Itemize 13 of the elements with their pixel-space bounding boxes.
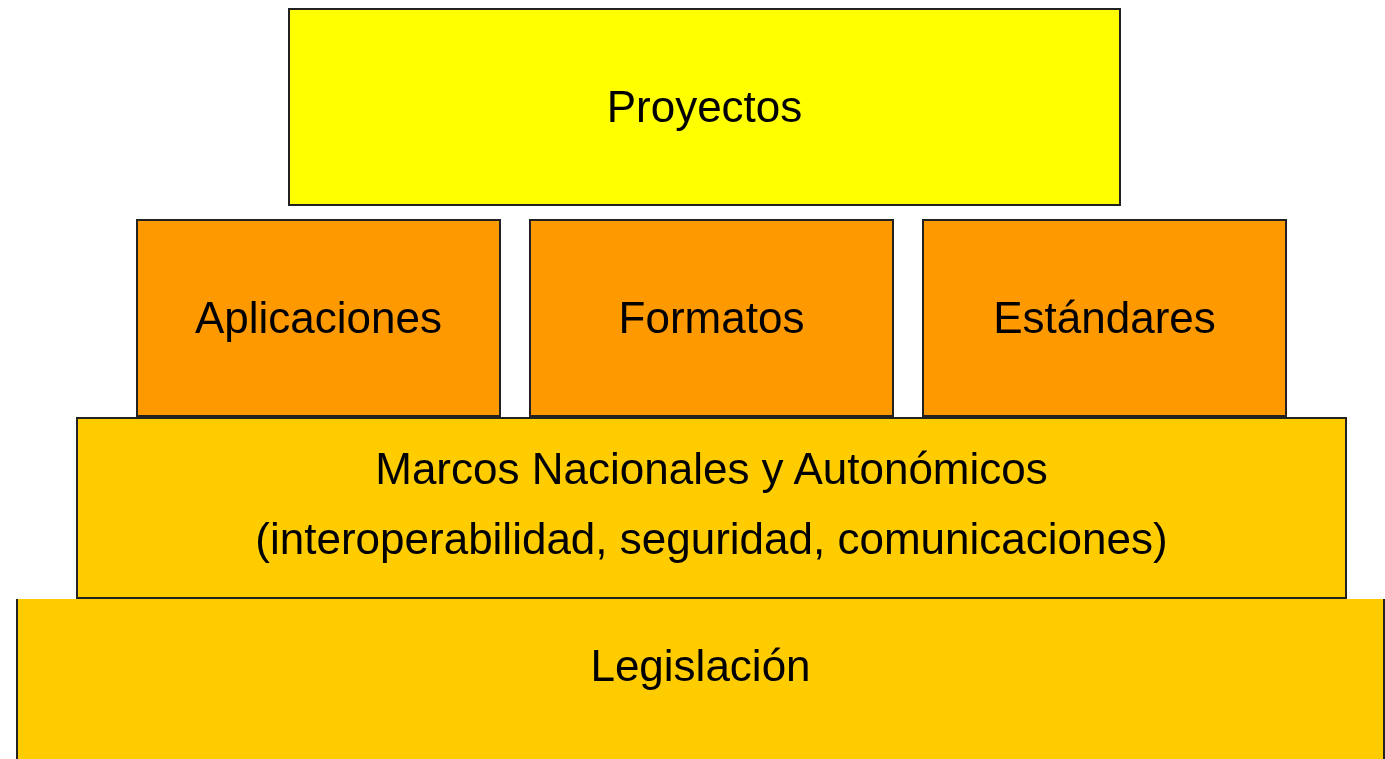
layer-label: Formatos (618, 292, 805, 344)
layer-label: Marcos Nacionales y Autonómicos (375, 443, 1048, 495)
layer-box (288, 8, 1121, 206)
layer-label: Aplicaciones (195, 292, 442, 344)
layer-box (76, 417, 1347, 599)
layer-box (16, 599, 1385, 759)
layer-box (922, 219, 1287, 417)
layer-label: Proyectos (606, 81, 803, 133)
layer-label: Estándares (993, 292, 1216, 344)
layer-box (529, 219, 894, 417)
layer-description: (interoperabilidad, seguridad, comunicaciones) (255, 513, 1168, 565)
layer-label: Legislación (590, 640, 811, 692)
layer-box (136, 219, 501, 417)
